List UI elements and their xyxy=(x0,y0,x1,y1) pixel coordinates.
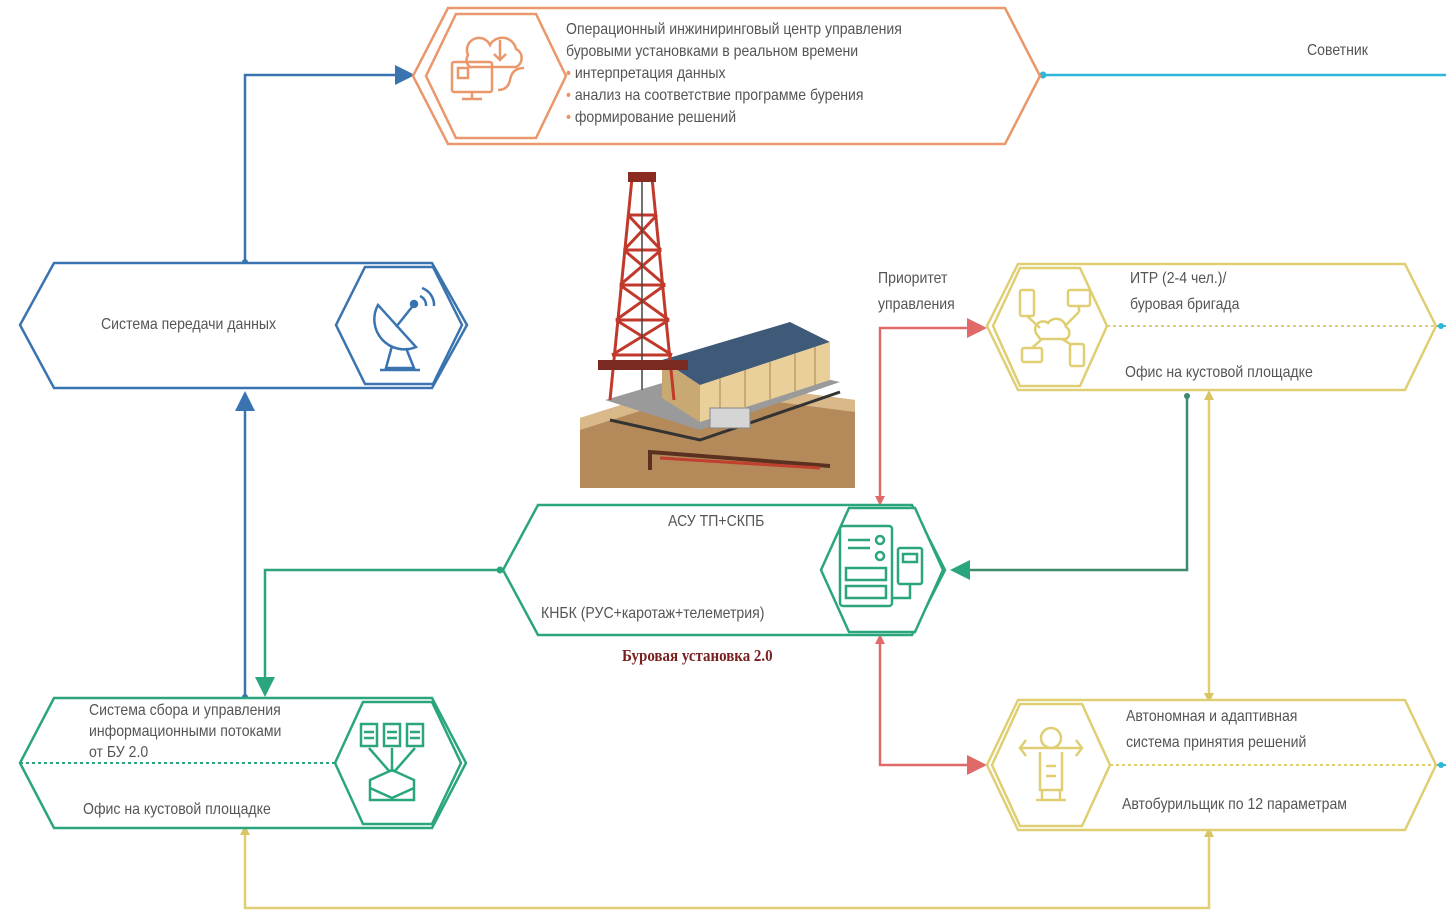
documents-inbox-icon xyxy=(359,722,425,802)
itr-line2: буровая бригада xyxy=(1130,296,1240,313)
connector-rig-to-autonomous xyxy=(878,640,987,775)
ops-center-bullet-3: формирование решений xyxy=(566,107,736,128)
priority-label-line1: Приоритет xyxy=(878,270,948,287)
satellite-dish-icon xyxy=(373,286,436,372)
drilling-rig-illustration xyxy=(580,172,855,488)
ops-center-bullet-2: анализ на соответствие программе бурения xyxy=(566,85,864,106)
connector-itr-to-rig xyxy=(950,396,1189,580)
autonomous-line1: Автономная и адаптивная xyxy=(1126,708,1298,725)
collection-line2: информационными потоками xyxy=(89,723,282,740)
itr-line1: ИТР (2-4 чел.)/ xyxy=(1130,270,1227,287)
collection-office-label: Офис на кустовой площадке xyxy=(83,801,271,818)
ops-center-title-line1: Операционный инжиниринговый центр управл… xyxy=(566,21,902,38)
itr-office-label: Офис на кустовой площадке xyxy=(1125,364,1313,381)
connector-bottom-loop xyxy=(243,830,1211,910)
autonomous-system-box xyxy=(985,698,1438,832)
priority-label-line2: управления xyxy=(878,296,955,313)
data-transmission-box xyxy=(18,261,469,390)
connector-rig-to-collection xyxy=(255,568,500,697)
autodriller-label: Автобурильщик по 12 параметрам xyxy=(1122,796,1347,813)
connector-priority-itr xyxy=(878,318,987,500)
collection-line3: от БУ 2.0 xyxy=(89,744,149,761)
robot-arm-icon xyxy=(1018,726,1084,802)
data-transmission-label: Система передачи данных xyxy=(101,316,277,333)
rig-asu-label: АСУ ТП+СКПБ xyxy=(668,513,765,530)
ops-center-bullet-1: интерпретация данных xyxy=(566,63,726,84)
collection-line1: Система сбора и управления xyxy=(89,702,281,719)
control-panel-icon xyxy=(838,524,924,608)
itr-office-box xyxy=(985,262,1438,392)
advisor-label: Советник xyxy=(1307,42,1368,59)
collection-system-box xyxy=(18,696,468,830)
drilling-rig-2-box xyxy=(501,503,947,637)
rig-caption: Буровая установка 2.0 xyxy=(622,646,773,665)
monitor-cloud-icon xyxy=(450,36,525,101)
rig-knbk-label: КНБК (РУС+каротаж+телеметрия) xyxy=(541,605,765,622)
network-devices-icon xyxy=(1018,288,1092,368)
autonomous-line2: система принятия решений xyxy=(1126,734,1307,751)
connector-transmission-to-ops xyxy=(243,65,415,262)
ops-center-title-line2: буровыми установками в реальном времени xyxy=(566,43,859,60)
